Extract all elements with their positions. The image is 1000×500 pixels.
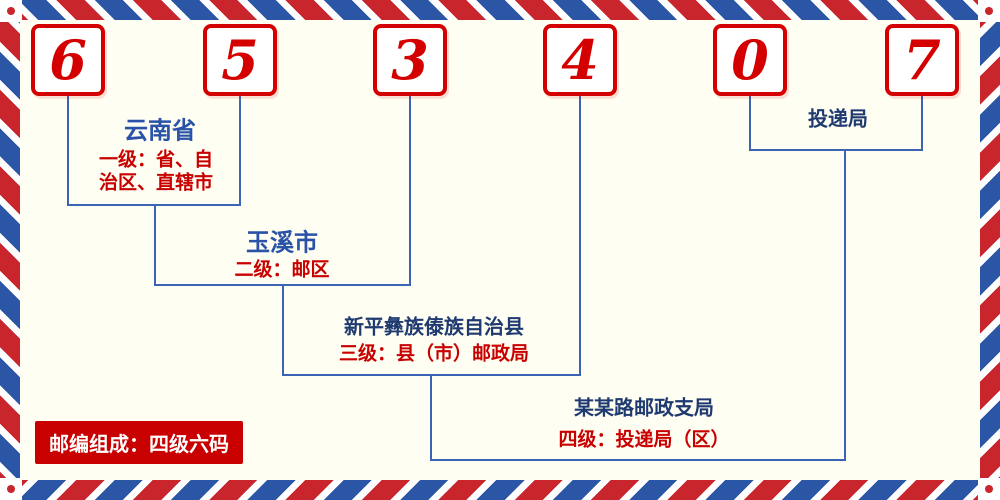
airmail-border-top bbox=[0, 0, 1000, 20]
level1-desc-line1: 一级：省、自 bbox=[98, 149, 214, 171]
corner-dot-bottom-right bbox=[978, 478, 1000, 500]
level2-desc-label: 二级：邮区 bbox=[234, 259, 330, 281]
level4-place-label: 某某路邮政支局 bbox=[574, 397, 714, 420]
postal-code-composition-badge: 邮编组成：四级六码 bbox=[35, 421, 243, 464]
level4-bracket bbox=[430, 150, 846, 461]
level2-place-label: 玉溪市 bbox=[246, 229, 318, 257]
level1-desc-line2: 治区、直辖市 bbox=[98, 172, 214, 194]
digit-box-3: 3 bbox=[373, 24, 447, 96]
airmail-border-left bbox=[0, 0, 20, 500]
delivery-bracket bbox=[749, 96, 923, 151]
level3-desc-label: 三级：县（市）邮政局 bbox=[338, 343, 530, 365]
digit-3: 3 bbox=[391, 28, 429, 92]
digit-box-4: 4 bbox=[543, 24, 617, 96]
corner-dot-bottom-left bbox=[0, 478, 22, 500]
digit-box-2: 5 bbox=[203, 24, 277, 96]
digit-box-5: 0 bbox=[713, 24, 787, 96]
digit-1: 6 bbox=[49, 28, 87, 92]
digit-6: 7 bbox=[903, 28, 941, 92]
level3-place-label: 新平彝族傣族自治县 bbox=[344, 316, 524, 339]
level4-desc-label: 四级：投递局（区） bbox=[558, 429, 730, 451]
delivery-bureau-label: 投递局 bbox=[808, 108, 868, 131]
digit-4: 4 bbox=[561, 28, 599, 92]
digit-2: 5 bbox=[221, 28, 259, 92]
corner-dot-top-right bbox=[978, 0, 1000, 22]
digit-box-6: 7 bbox=[885, 24, 959, 96]
airmail-border-right bbox=[980, 0, 1000, 500]
digit-box-1: 6 bbox=[31, 24, 105, 96]
digit-5: 0 bbox=[731, 28, 769, 92]
level1-place-label: 云南省 bbox=[124, 117, 196, 145]
corner-dot-top-left bbox=[0, 0, 22, 22]
airmail-border-bottom bbox=[0, 480, 1000, 500]
